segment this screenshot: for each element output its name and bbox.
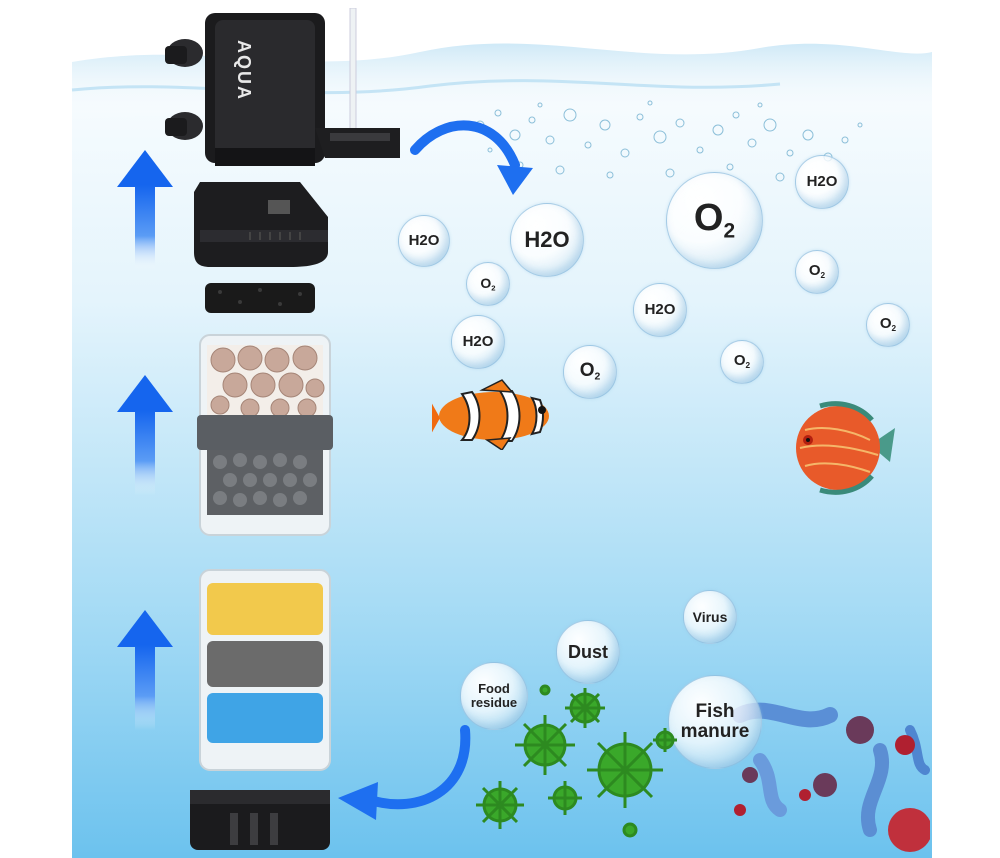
h2o-bubble: H2O [398, 215, 450, 267]
filter-pump-icon [165, 8, 400, 166]
brand-label: AQUA [234, 40, 254, 101]
clownfish-icon [432, 379, 549, 450]
intake-base [190, 790, 330, 850]
virus-icon [476, 684, 677, 838]
h2o-bubble: H2O [795, 155, 849, 209]
h2o-bubble: H2O [451, 315, 505, 369]
o2-bubble: O2 [563, 345, 617, 399]
o2-bubble-large: O2 [666, 172, 763, 269]
o2-bubble: O2 [866, 303, 910, 347]
sponge-canister [199, 569, 331, 771]
aeration-bubbles [475, 100, 863, 182]
rotor-housing [194, 182, 328, 267]
o2-bubble: O2 [466, 262, 510, 306]
curved-arrow-icon [410, 120, 533, 195]
h2o-bubble: H2O [633, 283, 687, 337]
arrow-up-icon [117, 610, 173, 730]
dust-bubble: Dust [556, 620, 620, 684]
foam-disc [205, 283, 315, 313]
arrow-up-icon [117, 375, 173, 495]
o2-bubble: O2 [720, 340, 764, 384]
h2o-bubble: H2O [510, 203, 584, 277]
arrow-up-icon [117, 150, 173, 270]
discus-fish-icon [796, 401, 895, 495]
virus-bubble: Virus [683, 590, 737, 644]
curved-arrow-icon [338, 725, 471, 820]
media-canister [197, 334, 333, 536]
o2-bubble: O2 [795, 250, 839, 294]
